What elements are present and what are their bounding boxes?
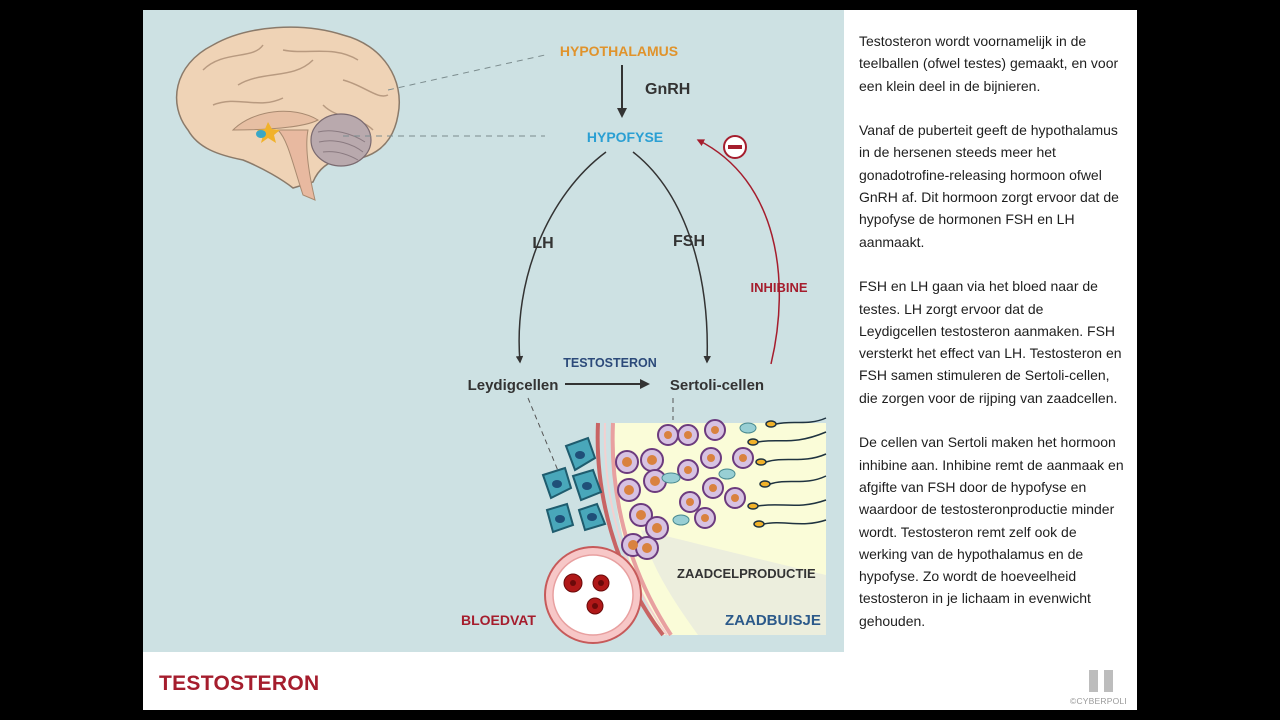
copyright-text: ©CYBERPOLI: [1070, 696, 1127, 706]
explanation-text: Testosteron wordt voornamelijk in de tee…: [859, 30, 1124, 654]
testosterone-regulation-diagram: HYPOTHALAMUS GnRH HYPOFYSE LH FSH INHIBI…: [143, 10, 844, 652]
slide-frame: HYPOTHALAMUS GnRH HYPOFYSE LH FSH INHIBI…: [143, 10, 1137, 710]
label-hypofyse: HYPOFYSE: [587, 129, 663, 145]
label-testosteron: TESTOSTERON: [563, 356, 657, 370]
label-lh: LH: [532, 235, 553, 252]
brain-illustration: [175, 26, 400, 201]
fsh-arrow: [632, 151, 711, 364]
label-gnrh: GnRH: [645, 81, 690, 98]
label-fsh: FSH: [673, 233, 705, 250]
inhibine-arrow: [696, 139, 780, 365]
paragraph-4: De cellen van Sertoli maken het hormoon …: [859, 434, 1124, 629]
label-leydigcellen: Leydigcellen: [468, 377, 559, 394]
pause-button[interactable]: [1089, 670, 1115, 692]
label-inhibine: INHIBINE: [750, 280, 807, 295]
label-bloedvat: BLOEDVAT: [461, 612, 536, 628]
minus-circle-icon: [723, 135, 747, 159]
testis-tissue-illustration: [541, 417, 827, 644]
label-hypothalamus: HYPOTHALAMUS: [560, 43, 678, 59]
slide-title: TESTOSTERON: [159, 672, 320, 695]
label-zaadcelproductie: ZAADCELPRODUCTIE: [677, 566, 816, 581]
label-zaadbuisje: ZAADBUISJE: [725, 612, 821, 629]
paragraph-3: FSH en LH gaan via het bloed naar de tes…: [859, 278, 1122, 406]
paragraph-1: Testosteron wordt voornamelijk in de tee…: [859, 33, 1119, 94]
diagram-canvas: HYPOTHALAMUS GnRH HYPOFYSE LH FSH INHIBI…: [175, 26, 827, 644]
lh-arrow: [515, 151, 607, 364]
pause-icon: [1089, 670, 1098, 692]
label-sertoli-cellen: Sertoli-cellen: [670, 377, 764, 394]
sperm-cells: [747, 420, 777, 528]
paragraph-2: Vanaf de puberteit geeft de hypothalamus…: [859, 122, 1119, 250]
